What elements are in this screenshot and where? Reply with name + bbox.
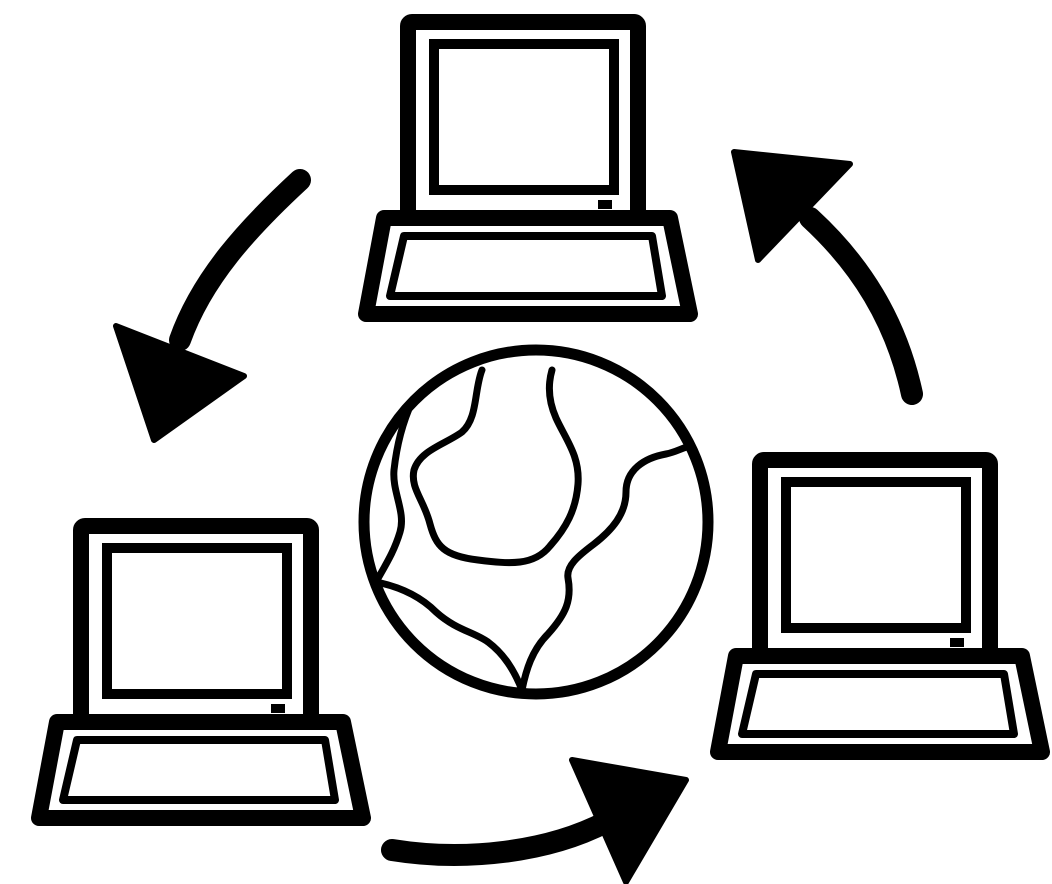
computer-top-icon [366,22,690,314]
arrow-bottom-left-to-bottom-right-icon [392,760,686,882]
globe-icon [364,350,708,694]
computer-bottom-right-icon [718,460,1042,752]
arrow-bottom-right-to-top-icon [734,152,912,394]
arrow-top-to-bottom-left-icon [116,180,300,440]
computer-bottom-left-icon [39,526,363,818]
